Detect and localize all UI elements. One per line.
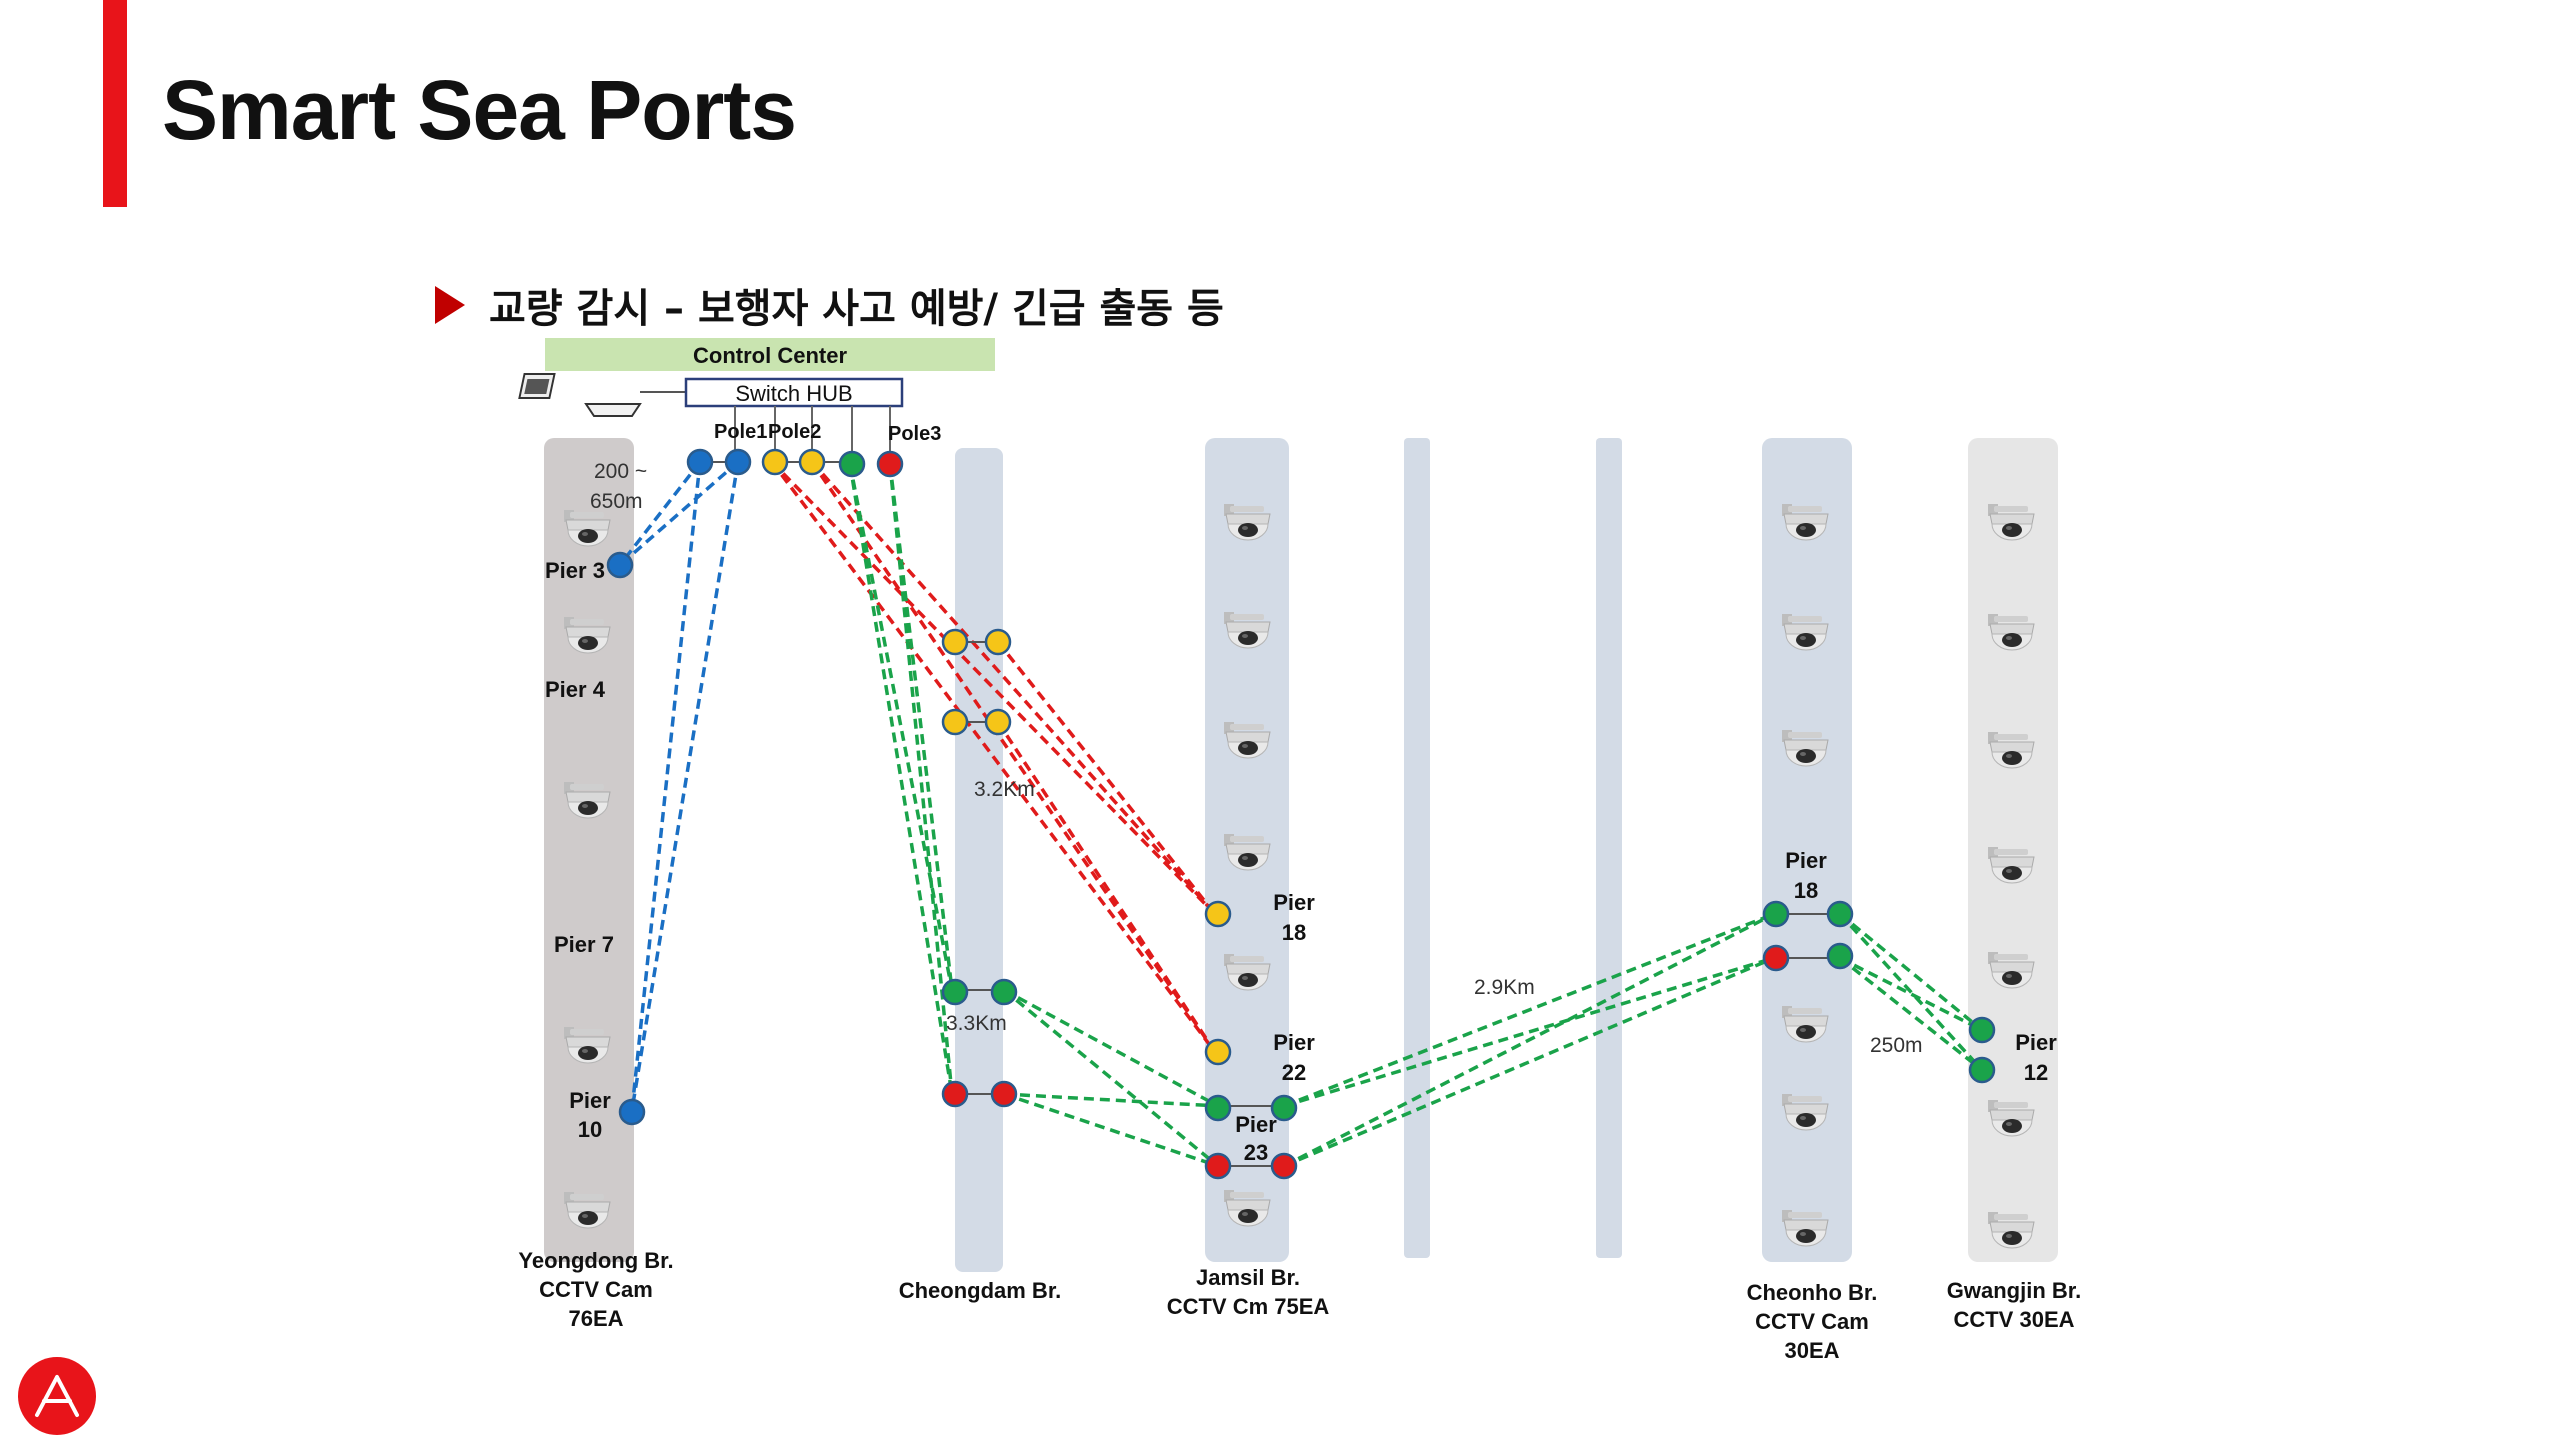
bridge-label: Yeongdong Br. — [518, 1248, 673, 1273]
control-center-box — [545, 338, 995, 371]
pier-label: 22 — [1282, 1060, 1306, 1085]
green-links — [848, 463, 1984, 1168]
subtitle: 교량 감시 – 보행자 사고 예방/ 긴급 출동 등 — [489, 286, 1224, 332]
pole2-label: Pole2 — [768, 421, 821, 443]
cheonho-bridge — [1762, 438, 1852, 1262]
node-yellow — [761, 448, 789, 476]
pier-label: Pier 4 — [545, 677, 606, 702]
distance-label: 3.3Km — [946, 1012, 1007, 1035]
title-accent-bar — [103, 0, 127, 207]
node-red — [876, 450, 904, 478]
pier-label: Pier 7 — [554, 932, 614, 957]
switch-hub-label: Switch HUB — [735, 381, 852, 406]
node-green — [838, 450, 866, 478]
distance-label: 2.9Km — [1474, 976, 1535, 999]
node-blue — [724, 448, 752, 476]
pier-label: Pier — [1273, 1030, 1315, 1055]
bridge-bar — [1596, 438, 1622, 1258]
bridge-label: CCTV Cm 75EA — [1167, 1294, 1330, 1319]
bridge-label: Cheonho Br. — [1747, 1280, 1878, 1305]
node-yellow — [984, 628, 1012, 656]
node-green — [1762, 900, 1790, 928]
node-green — [941, 978, 969, 1006]
pier-label: Pier — [569, 1088, 611, 1113]
pier-label: Pier — [1235, 1112, 1277, 1137]
distance-label: 650m — [590, 490, 643, 513]
pier-label: 18 — [1282, 920, 1306, 945]
node-green — [990, 978, 1018, 1006]
bridge-label: CCTV 30EA — [1953, 1307, 2074, 1332]
node-yellow — [984, 708, 1012, 736]
node-green — [1968, 1016, 1996, 1044]
bridge-label: 30EA — [1784, 1338, 1839, 1363]
node-blue — [606, 551, 634, 579]
switch-hub-box — [684, 377, 904, 408]
bridge-label: CCTV Cam — [539, 1277, 653, 1302]
bridge-label: Gwangjin Br. — [1947, 1278, 2081, 1303]
node-red — [941, 1080, 969, 1108]
distance-label: 250m — [1870, 1034, 1923, 1057]
pier-label: Pier 3 — [545, 558, 605, 583]
red-links — [770, 460, 1217, 1054]
distance-label: 3.2Km — [974, 778, 1035, 801]
node-green — [1826, 942, 1854, 970]
page-title: Smart Sea Ports — [162, 63, 797, 157]
node-red — [1762, 944, 1790, 972]
control-center-label: Control Center — [693, 343, 847, 368]
bullet-triangle-icon — [435, 286, 465, 324]
bridge-label: 76EA — [568, 1306, 623, 1331]
node-red — [990, 1080, 1018, 1108]
pier-label: 12 — [2024, 1060, 2048, 1085]
pier-label: 10 — [578, 1117, 602, 1142]
cheongdam-bridge — [955, 448, 1003, 1272]
node-green — [1968, 1056, 1996, 1084]
node-blue — [686, 448, 714, 476]
pier-label: 23 — [1244, 1140, 1268, 1165]
pole3-label: Pole3 — [888, 423, 941, 445]
nodes — [606, 448, 1996, 1180]
yeongdong-bridge — [544, 438, 634, 1262]
node-yellow — [941, 708, 969, 736]
node-yellow — [1204, 1038, 1232, 1066]
bridge-label: Jamsil Br. — [1196, 1265, 1300, 1290]
bridge-bar — [1404, 438, 1430, 1258]
node-red — [1270, 1152, 1298, 1180]
node-green — [1204, 1094, 1232, 1122]
pier-label: 18 — [1794, 878, 1818, 903]
bridge-label: Cheongdam Br. — [899, 1278, 1062, 1303]
node-yellow — [1204, 900, 1232, 928]
node-yellow — [941, 628, 969, 656]
node-green — [1270, 1094, 1298, 1122]
logo-icon — [18, 1357, 96, 1435]
subtitle-row: 교량 감시 – 보행자 사고 예방/ 긴급 출동 등 — [435, 276, 1224, 334]
pier-label: Pier — [1785, 848, 1827, 873]
node-red — [1204, 1152, 1232, 1180]
pier-label: Pier — [2015, 1030, 2057, 1055]
computer-icon — [518, 373, 642, 417]
node-yellow — [798, 448, 826, 476]
blue-links — [618, 460, 740, 1111]
pole1-label: Pole1 — [714, 421, 767, 443]
node-green — [1826, 900, 1854, 928]
node-blue — [618, 1098, 646, 1126]
bridge-label: CCTV Cam — [1755, 1309, 1869, 1334]
distance-label: 200 ~ — [594, 460, 647, 483]
pier-label: Pier — [1273, 890, 1315, 915]
